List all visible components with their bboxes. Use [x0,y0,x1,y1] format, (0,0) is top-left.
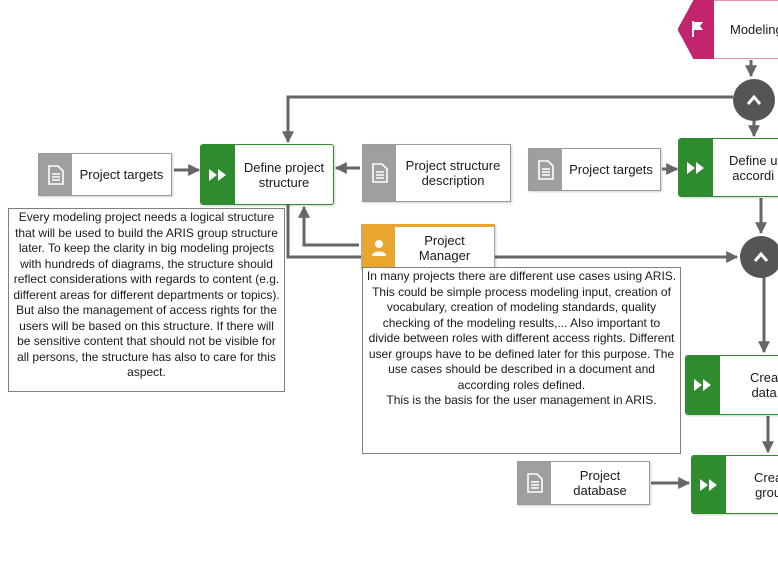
fast-forward-icon [201,145,235,204]
fast-forward-icon [686,356,720,414]
person-icon [362,227,395,268]
function-label: Crea grou [754,469,778,500]
document-icon [529,149,562,190]
flag-icon [692,21,703,37]
chevron-up-icon [746,94,762,105]
function-define-use-cases[interactable]: Define u accordi [678,138,778,197]
document-icon [363,145,396,201]
document-icon [518,462,551,504]
start-event-label: Modeling [730,22,778,37]
start-event-modeling[interactable]: Modeling [678,0,778,59]
chevron-up-icon [753,251,769,262]
function-create-groups[interactable]: Crea grou [691,455,778,514]
document-label: Project structure description [405,158,501,188]
document-icon [39,154,72,195]
document-project-targets-right[interactable]: Project targets [528,148,661,191]
text-note-use-cases: In many projects there are different use… [362,267,681,454]
connector-operator-to-define-structure [282,95,733,144]
document-label: Project targets [569,162,653,177]
fast-forward-icon [679,139,713,196]
document-project-targets-left[interactable]: Project targets [38,153,172,196]
connector-define-structure-to-operator [286,205,739,263]
operator-join[interactable] [740,236,778,278]
role-project-manager[interactable]: Project Manager [361,224,495,269]
function-create-database[interactable]: Crea data [685,355,778,415]
function-label: Crea data [750,370,778,400]
fast-forward-icon [692,456,726,513]
role-label: Project Manager [418,232,471,263]
document-project-structure-description[interactable]: Project structure description [362,144,511,202]
text-note-structure: Every modeling project needs a logical s… [8,208,285,392]
document-label: Project targets [79,167,164,182]
function-label: Define u accordi [729,152,778,183]
operator-split[interactable] [733,79,775,121]
document-project-database[interactable]: Project database [517,461,650,505]
document-label: Project database [573,468,627,498]
connector-manager-to-define-structure [298,205,359,247]
function-define-project-structure[interactable]: Define project structure [200,144,334,205]
function-label: Define project structure [243,159,325,190]
event-shape [678,0,778,59]
